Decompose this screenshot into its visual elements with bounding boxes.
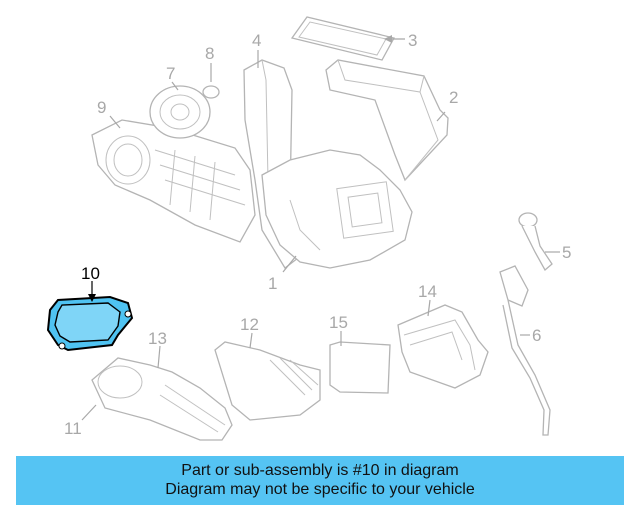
banner-line-1: Part or sub-assembly is #10 in diagram [181,462,459,479]
part-1-housing [261,149,413,273]
callout-15: 15 [329,313,348,332]
part-11-outlet [81,404,97,421]
part-7-blower-motor [149,81,211,139]
part-15-filter [329,331,391,394]
banner-line-2: Diagram may not be specific to your vehi… [165,481,475,498]
callout-13: 13 [148,329,167,348]
callout-10: 10 [81,264,100,283]
part-8-grommet [202,63,220,99]
callout-1: 1 [268,274,277,293]
part-12-duct [214,332,321,421]
callout-3: 3 [408,31,417,50]
part-10-gasket [46,281,134,352]
callout-12: 12 [240,315,259,334]
callout-5: 5 [562,243,571,262]
part-14-duct [397,299,489,389]
callout-4: 4 [252,31,261,50]
part-5-fitting [518,212,560,272]
callout-9: 9 [97,98,106,117]
callout-11: 11 [64,419,82,438]
info-banner: Part or sub-assembly is #10 in diagram D… [16,456,624,505]
part-9-blower-housing [91,115,256,243]
callout-8: 8 [205,44,214,63]
part-13-duct [91,345,233,441]
part-2-housing [325,59,449,182]
callout-14: 14 [418,282,437,301]
callout-7: 7 [166,64,175,83]
callout-6: 6 [532,326,541,345]
callout-2: 2 [449,88,458,107]
parts-diagram: 1 2 3 4 5 6 7 8 9 10 11 12 13 14 15 [46,16,571,441]
part-3-filter [290,16,405,61]
part-6-tube [499,265,551,436]
